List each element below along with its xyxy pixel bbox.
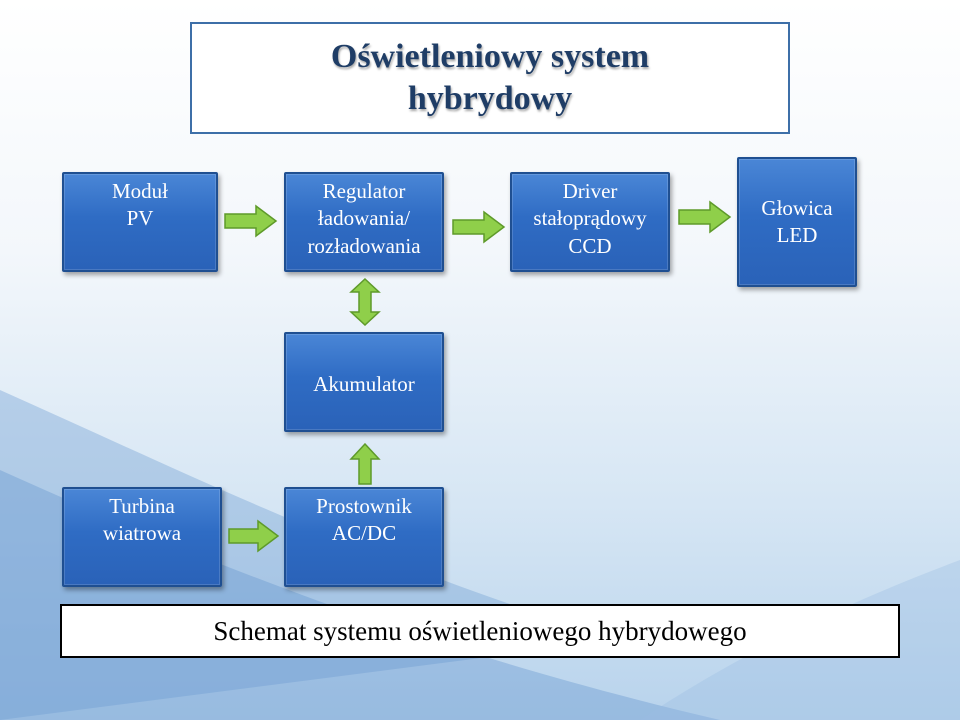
block-battery: Akumulator — [284, 332, 444, 432]
arrow-rectifier-to-battery — [349, 443, 381, 485]
arrow-regulator-to-driver — [452, 210, 506, 244]
block-rectifier: Prostownik AC/DC — [284, 487, 444, 587]
block-battery-label: Akumulator — [313, 371, 415, 396]
block-ccd-driver-label: Driver stałoprądowy CCD — [533, 179, 647, 258]
arrow-driver-to-led — [678, 200, 732, 234]
block-charge-regulator-label: Regulator ładowania/ rozładowania — [307, 179, 421, 258]
block-pv-module: Moduł PV — [62, 172, 218, 272]
title-box: Oświetleniowy system hybrydowy — [190, 22, 790, 134]
block-led-head: Głowica LED — [737, 157, 857, 287]
block-rectifier-label: Prostownik AC/DC — [316, 494, 412, 546]
diagram-caption: Schemat systemu oświetleniowego hybrydow… — [213, 615, 747, 646]
caption-box: Schemat systemu oświetleniowego hybrydow… — [60, 604, 900, 658]
arrow-regulator-battery-bidirectional — [349, 278, 381, 326]
arrow-turbine-to-rectifier — [228, 519, 280, 553]
block-wind-turbine-label: Turbina wiatrowa — [102, 494, 182, 546]
block-charge-regulator: Regulator ładowania/ rozładowania — [284, 172, 444, 272]
arrow-pv-to-regulator — [224, 204, 278, 238]
block-led-head-label: Głowica LED — [761, 195, 833, 247]
block-wind-turbine: Turbina wiatrowa — [62, 487, 222, 587]
block-ccd-driver: Driver stałoprądowy CCD — [510, 172, 670, 272]
block-pv-module-label: Moduł PV — [111, 179, 168, 231]
diagram-title: Oświetleniowy system hybrydowy — [330, 37, 650, 118]
